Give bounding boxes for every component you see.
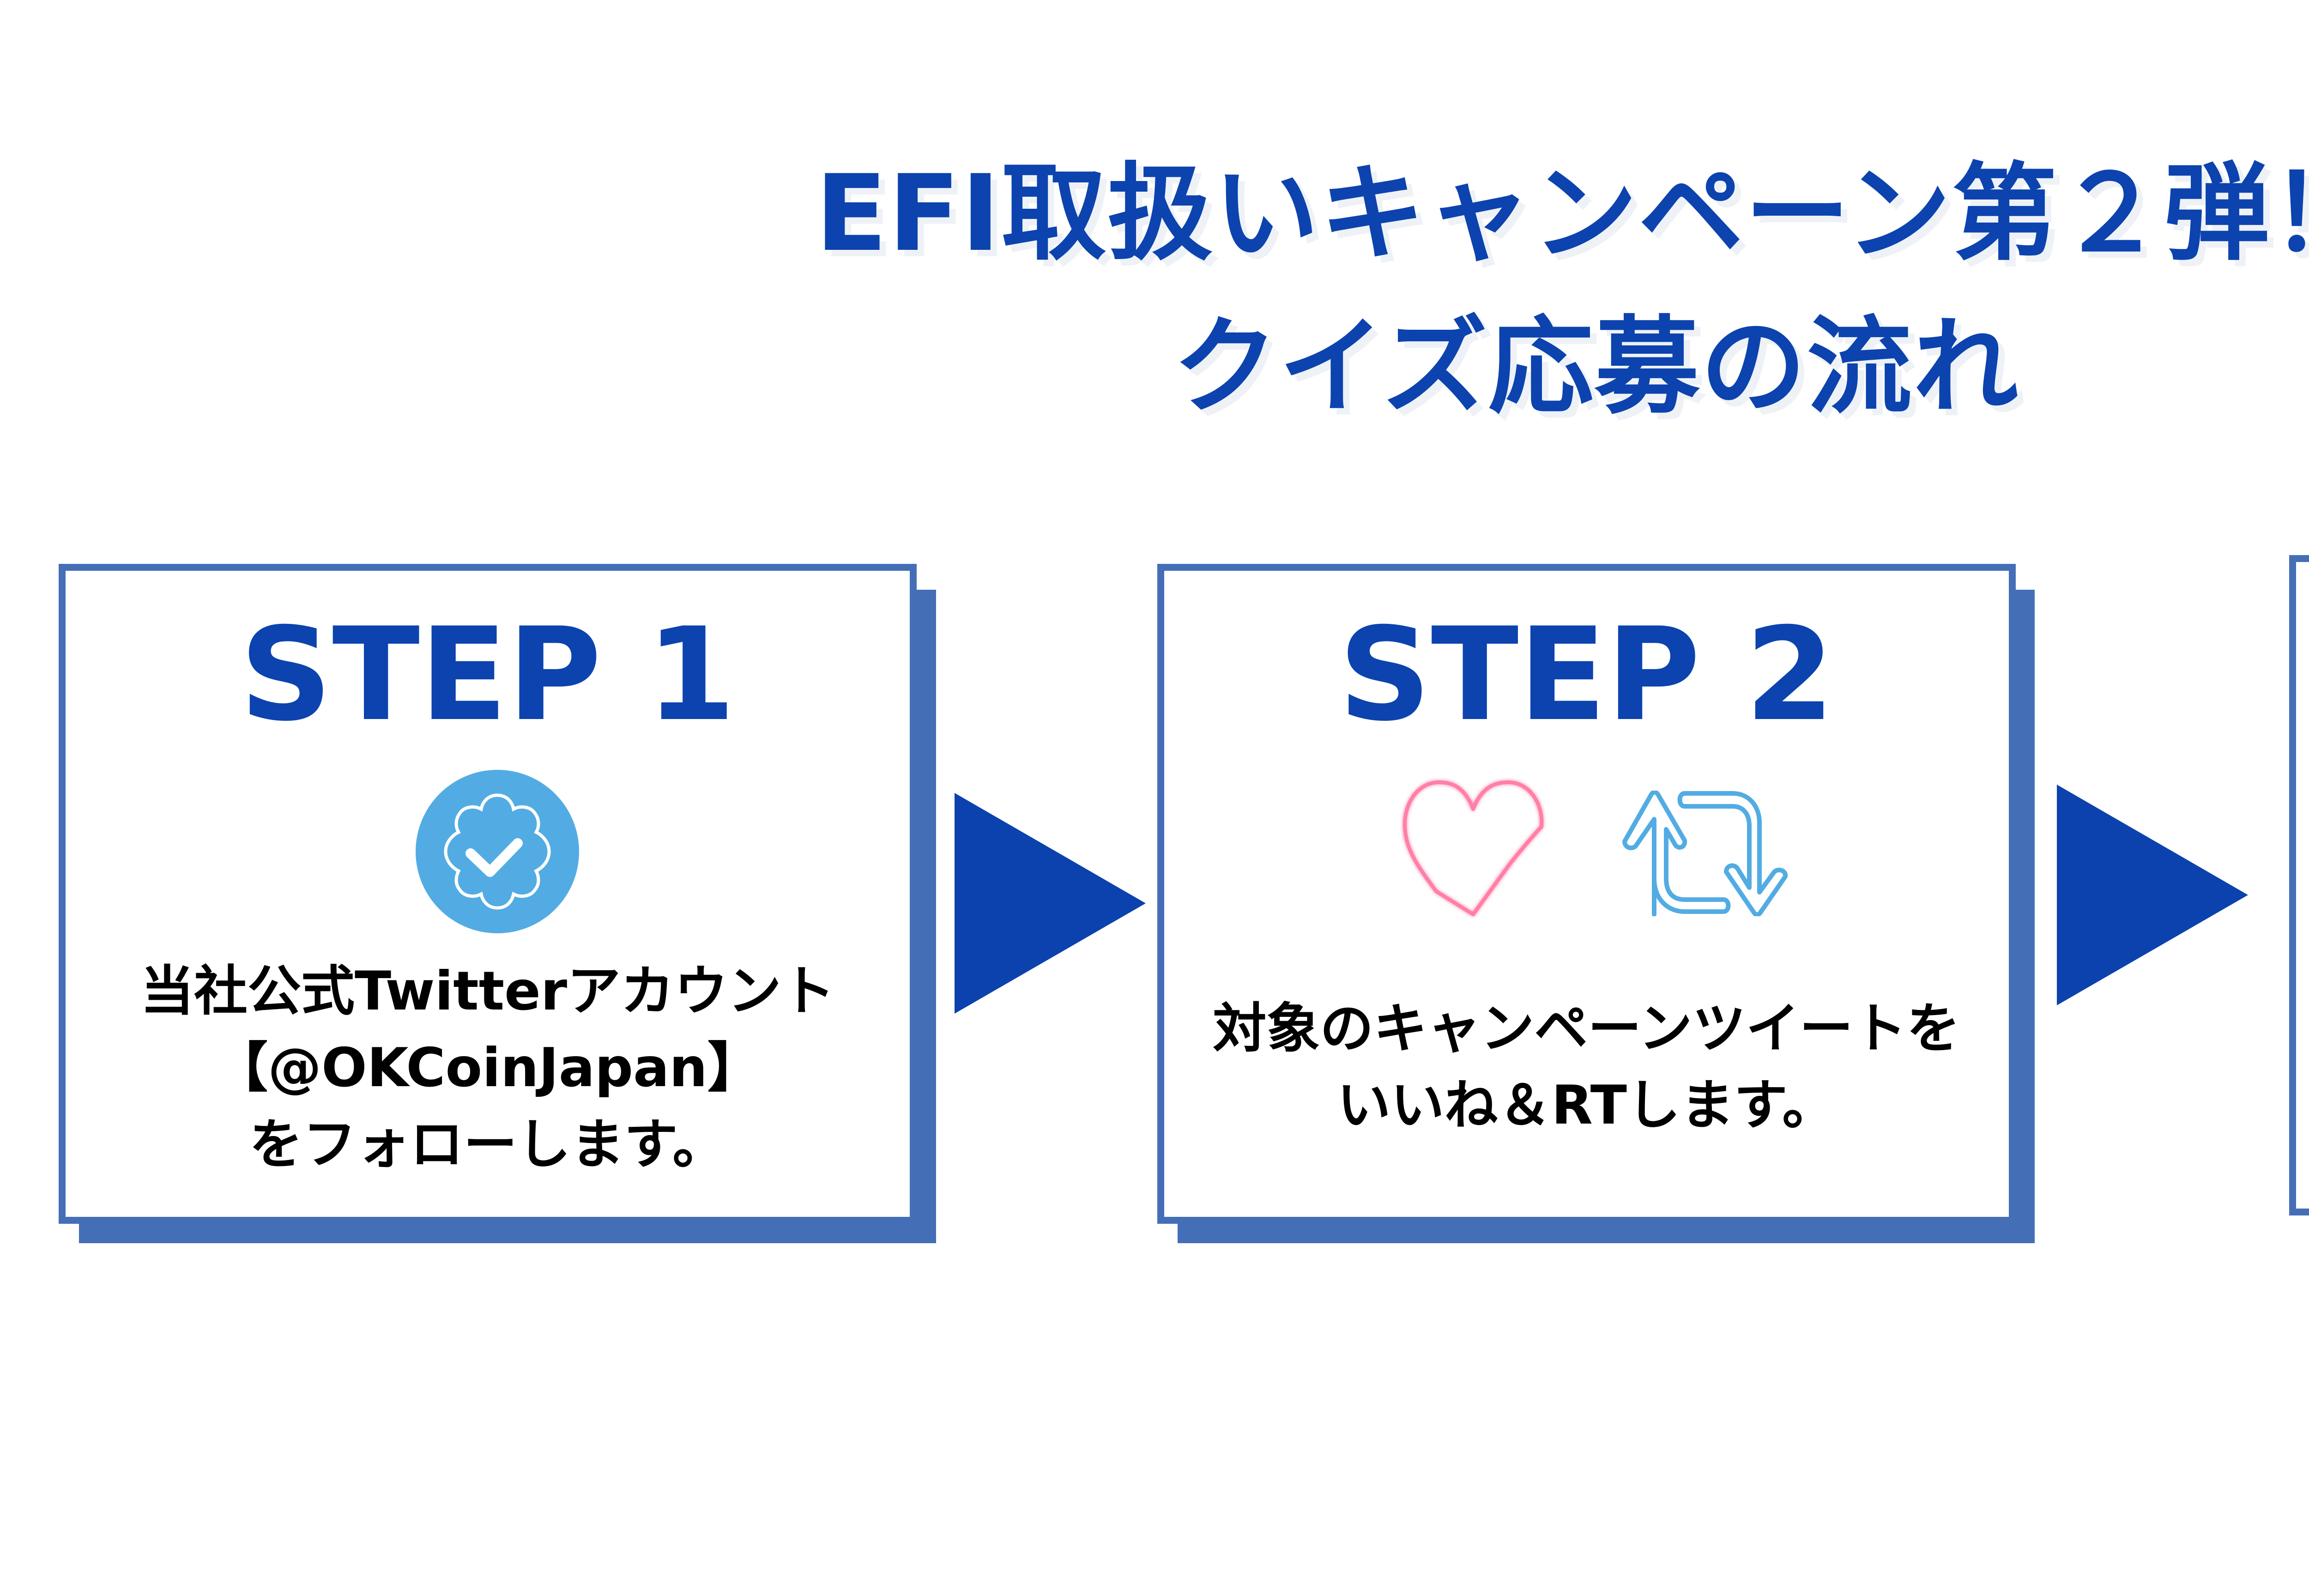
page-title-line1: EFI取扱いキャンペーン第２弾！ bbox=[815, 152, 2309, 275]
step-2-heading: STEP 2 bbox=[1338, 600, 1835, 750]
step-1-line-2: 【@OKCoinJapan】 bbox=[214, 1037, 761, 1099]
verified-badge-icon bbox=[416, 770, 579, 933]
step-1-heading: STEP 1 bbox=[240, 600, 736, 750]
arrow-right-icon bbox=[2057, 785, 2248, 1005]
step-3-line-1: 回答フォームからクイズに回答 bbox=[2289, 994, 2309, 1070]
step-3-card-frame bbox=[2289, 555, 2309, 1215]
step-2-card-frame bbox=[1157, 564, 2016, 1224]
retweet-icon bbox=[1622, 791, 1788, 916]
step-2-line-1: 対象のキャンペーンツイートを bbox=[1213, 998, 1960, 1060]
step-2-description: 対象のキャンペーンツイートを いいね＆RTします。 bbox=[1157, 991, 2016, 1144]
page-title-line2: クイズ応募の流れ bbox=[1173, 305, 2019, 428]
step-1-line-3: をフォローします。 bbox=[249, 1113, 726, 1176]
retweet-down-arrow-outer bbox=[1677, 791, 1788, 916]
verified-badge-flower bbox=[444, 793, 551, 910]
step-1-description: 当社公式Twitterアカウント 【@OKCoinJapan】 をフォローします… bbox=[59, 953, 917, 1183]
heart-icon bbox=[1402, 780, 1544, 916]
step-3-line-2: すると応募完了です。 bbox=[2289, 1070, 2309, 1147]
retweet-up-arrow-outer bbox=[1622, 791, 1687, 916]
heart-outline bbox=[1402, 780, 1544, 916]
retweet-up-arrow-inner bbox=[1652, 827, 1731, 914]
arrow-right-icon bbox=[955, 793, 1146, 1014]
step-3-description: 回答フォームからクイズに回答 すると応募完了です。 bbox=[2289, 994, 2309, 1147]
step-3-heading: STEP 3 bbox=[2289, 611, 2309, 739]
verified-badge-circle bbox=[416, 770, 579, 933]
step-2-line-2: いいね＆RTします。 bbox=[1337, 1074, 1836, 1137]
step-1-line-1: 当社公式Twitterアカウント bbox=[140, 960, 835, 1022]
verified-badge-check bbox=[465, 838, 523, 877]
